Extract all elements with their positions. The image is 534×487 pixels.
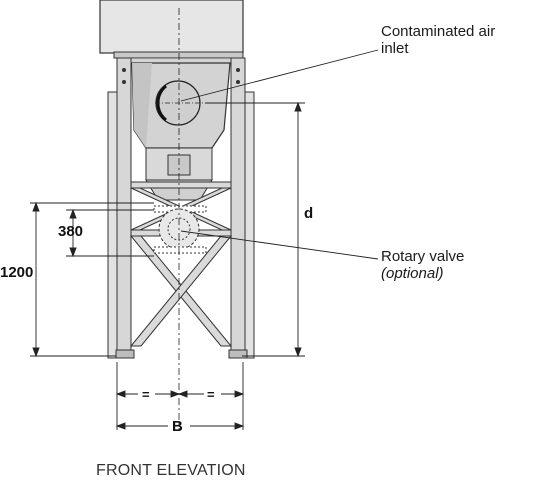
equal-right-label: =	[207, 387, 215, 402]
inlet-label-line1: Contaminated air	[381, 23, 495, 40]
dimension-d	[205, 101, 305, 358]
dimension-1200-label: 1200	[0, 264, 33, 281]
dimension-380-label: 380	[58, 223, 83, 240]
rotary-valve	[153, 205, 207, 254]
dimension-1200	[30, 201, 154, 358]
drawing-caption: FRONT ELEVATION	[96, 462, 246, 479]
valve-label-line2: (optional)	[381, 265, 444, 282]
dimension-bottom	[115, 362, 245, 430]
support-legs	[107, 57, 255, 359]
inlet-leader-line	[180, 49, 379, 102]
valve-leader-line	[180, 230, 379, 260]
dimension-380	[66, 208, 154, 258]
inlet-label-line2: inlet	[381, 40, 409, 57]
dimension-d-label: d	[304, 205, 313, 222]
equal-left-label: =	[142, 387, 150, 402]
dimension-b-label: B	[172, 418, 183, 435]
valve-label-line1: Rotary valve	[381, 248, 464, 265]
upper-housing	[99, 0, 244, 64]
